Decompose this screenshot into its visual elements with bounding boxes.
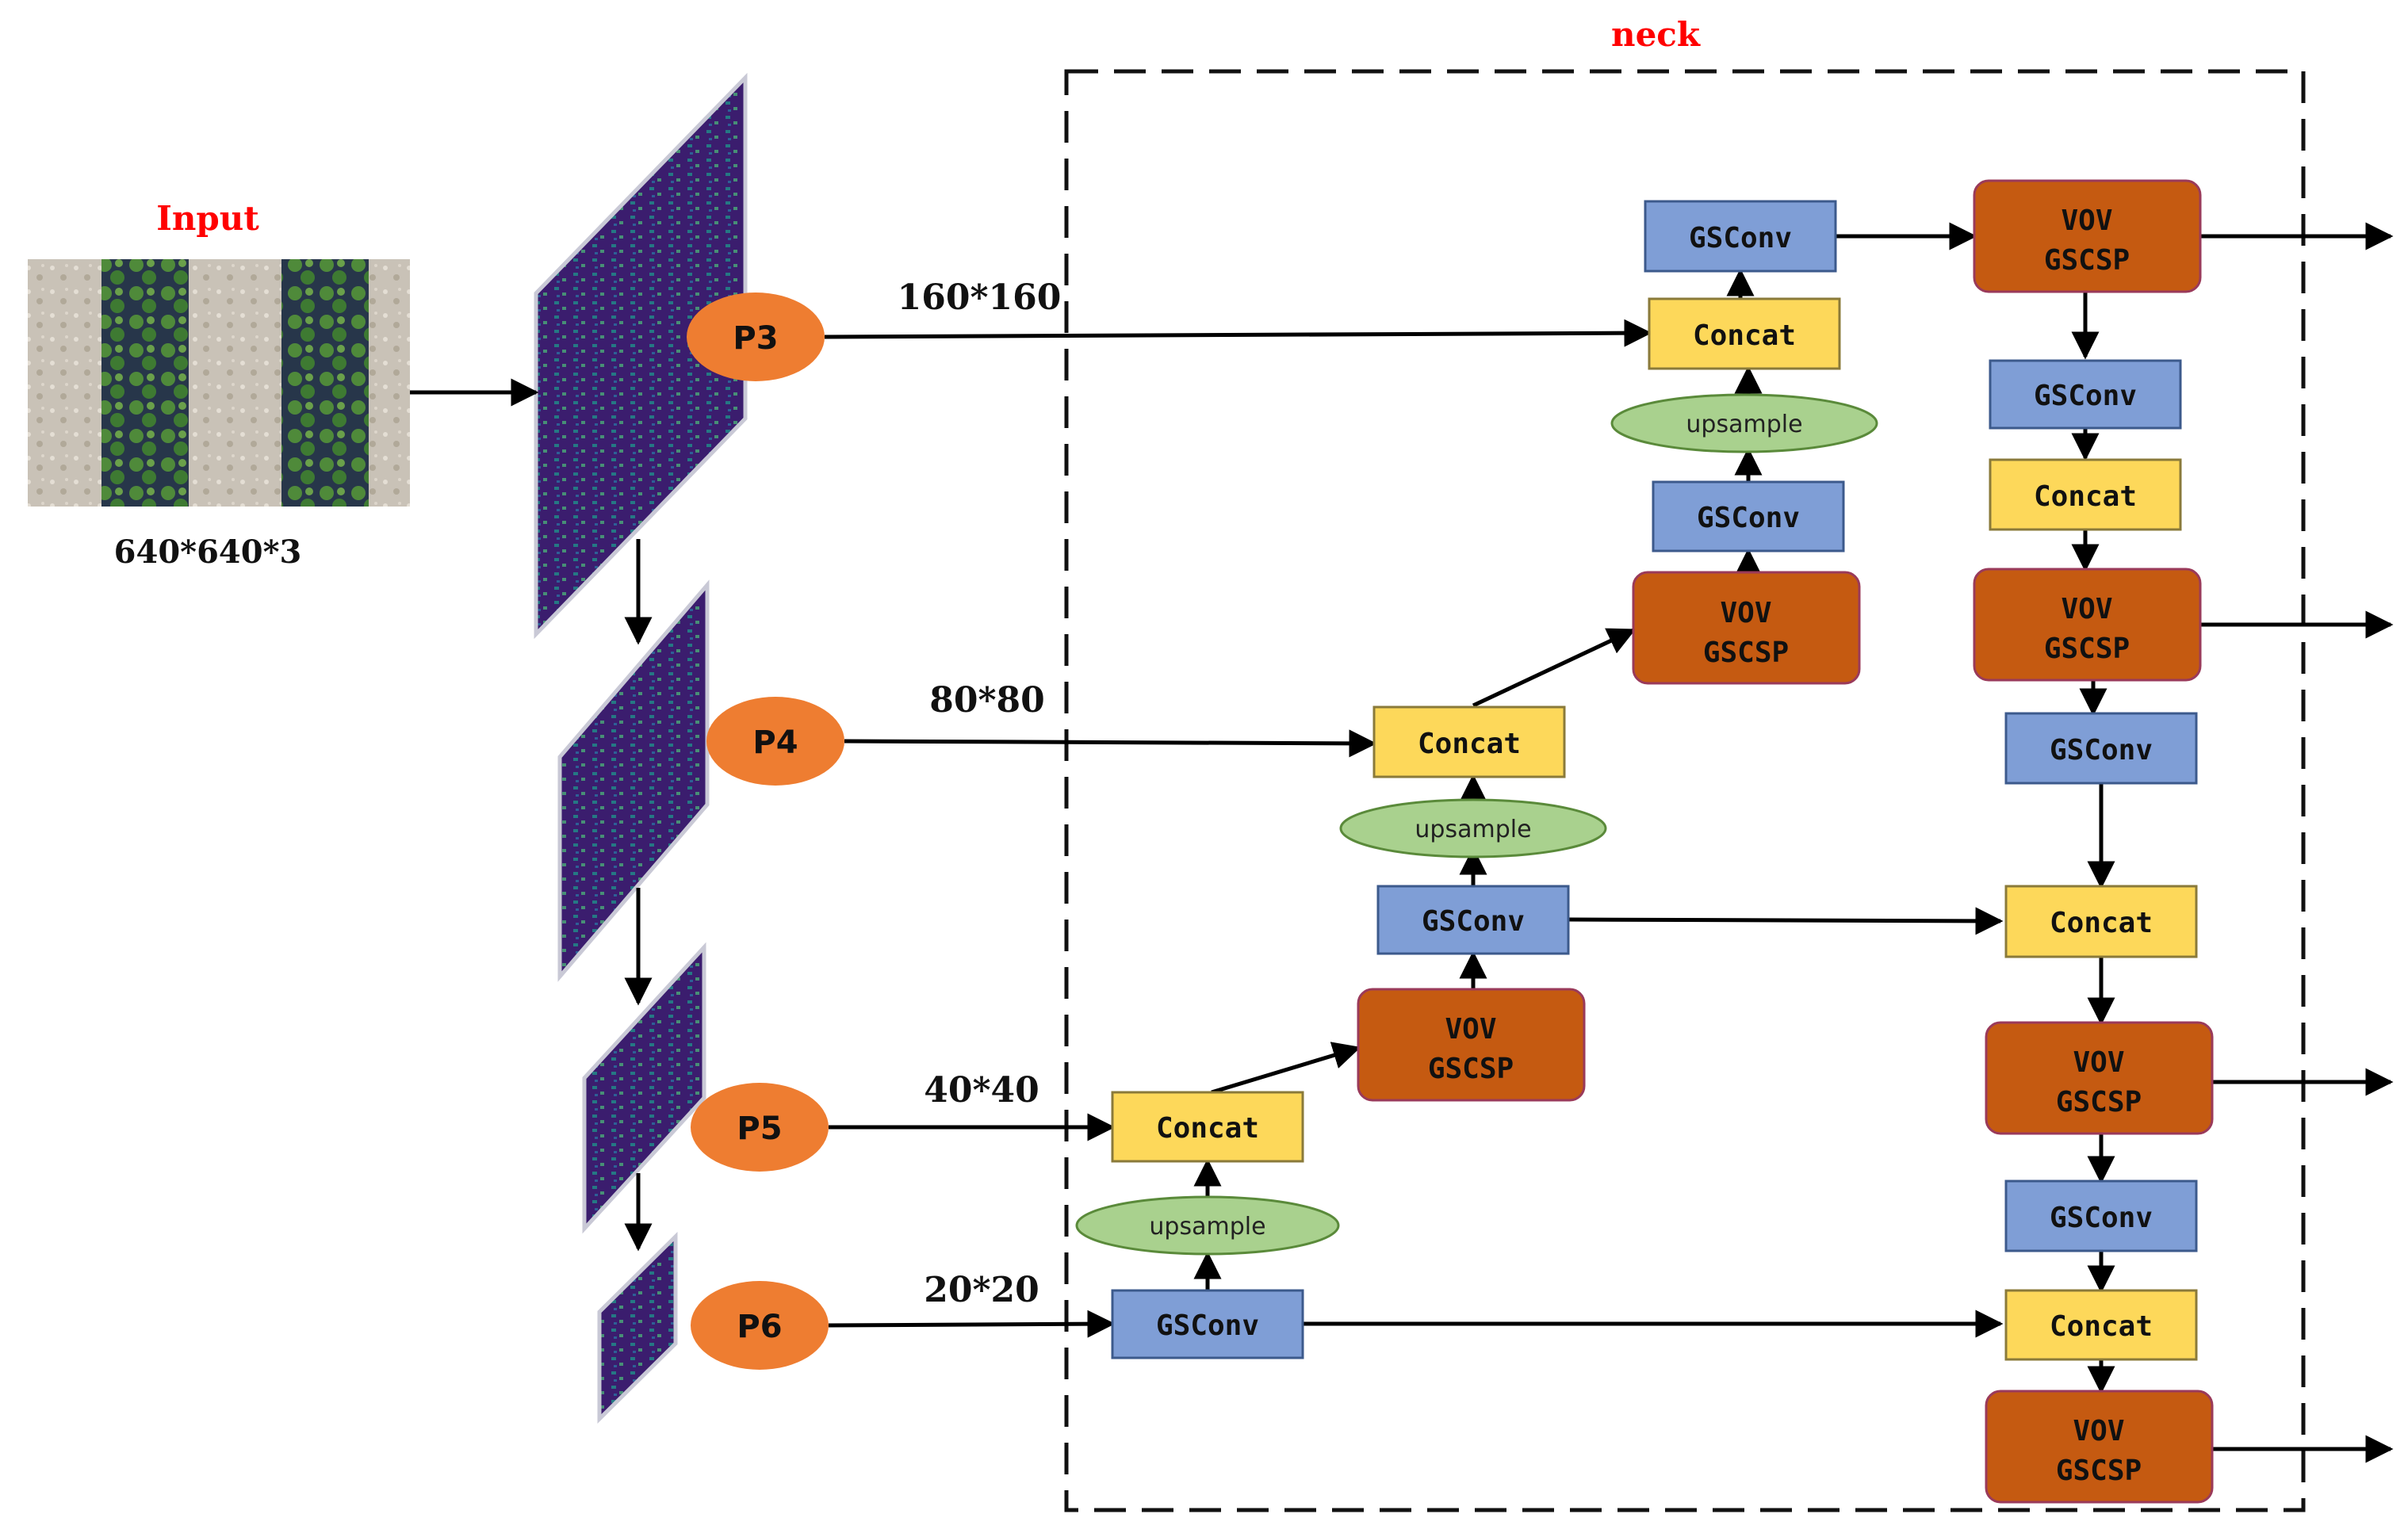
upsample-block-top: upsample <box>1610 393 1878 453</box>
input-image <box>28 259 410 507</box>
upsample-block-low: upsample <box>1075 1195 1340 1256</box>
gsconv-block-right-2: GSConv <box>2004 712 2198 785</box>
svg-text:P3: P3 <box>733 320 778 357</box>
svg-text:Concat: Concat <box>1693 319 1796 352</box>
concat-block-top: Concat <box>1648 297 1841 370</box>
feature-map-p4 <box>557 579 710 982</box>
size-label-p5: 40*40 <box>924 1070 1039 1111</box>
size-label-p4: 80*80 <box>929 680 1044 721</box>
svg-text:GSCSP: GSCSP <box>2044 244 2130 277</box>
svg-text:GSConv: GSConv <box>2050 734 2153 767</box>
svg-text:P6: P6 <box>737 1309 782 1345</box>
gsconv-block-right-3: GSConv <box>2004 1180 2198 1252</box>
svg-text:VOV: VOV <box>2073 1046 2124 1079</box>
svg-text:GSConv: GSConv <box>1156 1310 1259 1342</box>
gsconv-block-mid: GSConv <box>1376 885 1570 955</box>
svg-text:GSCSP: GSCSP <box>1703 637 1789 669</box>
size-label-p3: 160*160 <box>898 277 1062 318</box>
svg-text:GSCSP: GSCSP <box>1428 1053 1514 1085</box>
neck-title: neck <box>1611 15 1701 54</box>
svg-text:Concat: Concat <box>2050 1310 2153 1343</box>
input-title: Input <box>156 199 259 238</box>
vov-gscsp-block-right-2: VOV GSCSP <box>1973 568 2202 682</box>
svg-text:VOV: VOV <box>1720 597 1771 629</box>
input-size-label: 640*640*3 <box>114 533 302 571</box>
concat-block-right-1: Concat <box>1989 458 2182 531</box>
svg-text:upsample: upsample <box>1415 816 1531 843</box>
gsconv-block-right-1: GSConv <box>1989 359 2182 430</box>
arrow-concat2-to-vov <box>1472 628 1637 708</box>
node-p4: P4 <box>706 697 844 786</box>
svg-text:GSCSP: GSCSP <box>2056 1086 2142 1118</box>
svg-text:VOV: VOV <box>2061 593 2112 625</box>
gsconv-block-bottom: GSConv <box>1111 1289 1304 1359</box>
feature-map-p3 <box>534 72 748 640</box>
svg-text:GSCSP: GSCSP <box>2056 1455 2142 1487</box>
svg-text:Concat: Concat <box>1418 728 1521 760</box>
neck-boundary <box>1064 69 2306 1512</box>
concat-block-mid: Concat <box>1372 705 1566 778</box>
svg-text:P4: P4 <box>752 725 798 761</box>
vov-gscsp-block-right-4: VOV GSCSP <box>1985 1390 2214 1504</box>
svg-text:Concat: Concat <box>2050 907 2153 939</box>
concat-block-right-3: Concat <box>2004 1289 2198 1361</box>
feature-map-p6 <box>597 1232 678 1424</box>
node-p6: P6 <box>691 1281 829 1370</box>
connections <box>410 222 2394 1463</box>
vov-gscsp-block-center-high: VOV GSCSP <box>1632 571 1861 685</box>
vov-gscsp-block-right-3: VOV GSCSP <box>1985 1021 2214 1135</box>
arrow-p3-to-concat <box>824 319 1652 347</box>
svg-text:P5: P5 <box>737 1111 782 1147</box>
svg-text:VOV: VOV <box>2073 1415 2124 1447</box>
gsconv-block-top-center: GSConv <box>1644 200 1837 273</box>
svg-text:GSConv: GSConv <box>2034 380 2137 412</box>
svg-text:upsample: upsample <box>1149 1213 1265 1241</box>
arrow-p6-to-gsconv <box>828 1310 1116 1338</box>
gsconv-block-center-mid: GSConv <box>1652 480 1845 552</box>
svg-text:Concat: Concat <box>1156 1112 1259 1145</box>
arrow-concat-to-vov <box>1211 1042 1361 1095</box>
arrow-gsconv2-to-concat-mid <box>1568 907 2004 935</box>
concat-block-low: Concat <box>1111 1091 1304 1163</box>
node-p3: P3 <box>687 292 825 381</box>
svg-text:GSCSP: GSCSP <box>2044 633 2130 665</box>
svg-text:GSConv: GSConv <box>1689 222 1792 254</box>
svg-text:upsample: upsample <box>1686 411 1802 438</box>
size-label-p6: 20*20 <box>924 1270 1039 1310</box>
vov-gscsp-block-center-low: VOV GSCSP <box>1357 988 1586 1102</box>
concat-block-right-2: Concat <box>2004 885 2198 958</box>
upsample-block-mid: upsample <box>1339 798 1607 858</box>
node-p5: P5 <box>691 1083 829 1172</box>
feature-map-p5 <box>582 942 706 1234</box>
svg-text:VOV: VOV <box>1445 1013 1496 1046</box>
svg-text:GSConv: GSConv <box>1697 502 1800 534</box>
svg-text:Concat: Concat <box>2034 480 2137 513</box>
svg-text:VOV: VOV <box>2061 205 2112 237</box>
svg-text:GSConv: GSConv <box>1422 905 1525 938</box>
arrow-p4-to-concat <box>844 729 1377 758</box>
svg-text:GSConv: GSConv <box>2050 1202 2153 1234</box>
vov-gscsp-block-right-1: VOV GSCSP <box>1973 179 2202 293</box>
